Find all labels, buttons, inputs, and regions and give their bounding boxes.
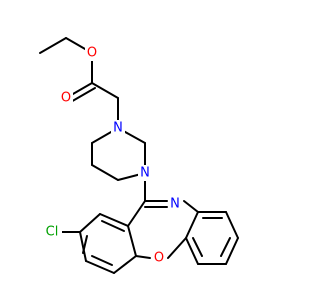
bond-right-ring-6	[185, 211, 199, 239]
bond-layer	[39, 37, 239, 274]
bond-pip-c3-n4	[91, 164, 119, 181]
bond-ethyl-c1-c2	[39, 37, 67, 54]
bond-carbonyl-double-b	[68, 87, 96, 104]
bond-ether-o-to-right-ring	[167, 237, 187, 259]
bond-n-right-ring	[183, 200, 199, 213]
bond-left-ring-6	[127, 225, 137, 257]
ether-oxygen-label: O	[154, 251, 164, 266]
ester-oxygen-label: O	[87, 46, 97, 61]
bond-left-ring-1	[99, 213, 129, 227]
carbonyl-oxygen-label: O	[61, 91, 71, 106]
bond-left-ring-inner-a	[101, 220, 125, 232]
piperazine-nitrogen-top-label: N	[113, 121, 123, 136]
bond-left-ring-to-ether-o	[135, 255, 151, 259]
ether-oxygen-atom: O	[152, 250, 166, 266]
bond-left-ring-4	[85, 260, 115, 274]
bond-right-ring-5	[185, 237, 199, 265]
imine-nitrogen-label: N	[170, 197, 180, 212]
bond-left-ring-inner-c	[82, 235, 88, 254]
bond-right-ring-inner-b	[220, 237, 231, 257]
piperazine-nitrogen-bottom-atom: N	[138, 165, 152, 181]
piperazine-nitrogen-bottom-label: N	[140, 166, 150, 181]
ester-oxygen-atom: O	[85, 45, 99, 61]
imine-nitrogen-atom: N	[168, 196, 182, 212]
chlorine-label: Cl	[46, 225, 59, 240]
bond-right-ring-3	[225, 237, 239, 265]
bond-right-ring-inner-c	[192, 237, 203, 257]
bond-carbonyl-c-n	[91, 82, 119, 99]
carbonyl-oxygen-atom: O	[59, 90, 73, 106]
bond-left-ring-2	[79, 213, 101, 233]
bond-left-ring-inner-b	[91, 255, 113, 266]
chlorine-atom: Cl	[42, 224, 62, 240]
bond-left-ring-3	[79, 231, 87, 262]
bond-right-ring-2	[225, 211, 239, 239]
bond-left-ring-5	[113, 255, 137, 274]
bond-amidine-c-left-ring	[127, 200, 146, 227]
molecule-structure: O O N N N Cl O	[39, 37, 239, 274]
piperazine-nitrogen-top-atom: N	[111, 120, 125, 136]
atom-label-layer: O O N N N Cl O	[42, 45, 182, 266]
